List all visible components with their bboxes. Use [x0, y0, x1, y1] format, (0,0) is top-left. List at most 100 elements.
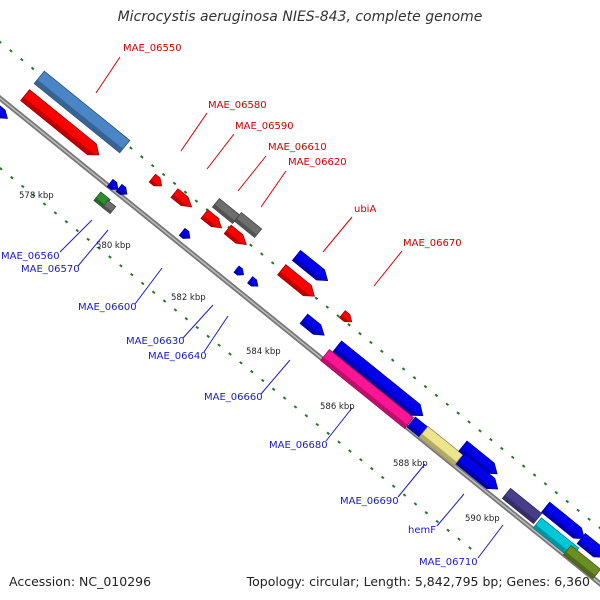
tick-dot-outer [423, 384, 428, 389]
gene-label-lower[interactable]: MAE_06560 [1, 251, 60, 262]
tick-dot-outer [161, 172, 166, 177]
tick-dot-inner [391, 484, 396, 488]
gene-olive-shade [563, 551, 596, 579]
gene-mae-06690-shade [419, 433, 457, 466]
tick-dot-outer [401, 367, 406, 371]
leader-line-lower [397, 463, 426, 498]
gene-label-lower[interactable]: MAE_06630 [126, 336, 185, 347]
gene-label-upper[interactable]: MAE_06670 [403, 238, 462, 249]
tick-dot-inner [271, 387, 276, 391]
tick-dot-outer [565, 499, 570, 504]
tick-dot-inner [42, 202, 47, 206]
tick-dot-outer [500, 446, 504, 451]
tick-dot-outer [183, 190, 188, 194]
kbp-tick-label: 580 kbp [96, 241, 131, 251]
tick-dot-inner [184, 317, 189, 321]
gene-label-upper[interactable]: MAE_06610 [268, 142, 327, 153]
tick-dot-outer [478, 429, 482, 433]
tick-dot-outer [347, 323, 351, 327]
gene-mae-06680-shade [320, 356, 408, 429]
tick-dot-inner [206, 334, 210, 339]
tick-dot-outer [194, 199, 199, 203]
leader-line-upper [322, 216, 353, 253]
tick-dot-outer [358, 331, 362, 336]
tick-dot-inner [348, 449, 352, 453]
gene-label-lower[interactable]: MAE_06570 [21, 264, 80, 275]
accession-text: Accession: NC_010296 [9, 574, 152, 589]
gene-cyan-shade [533, 524, 574, 559]
gene-mae-06640-shade [247, 280, 256, 287]
tick-dot-outer [390, 358, 395, 362]
leader-line-lower [260, 359, 291, 395]
leader-line-lower [325, 407, 353, 442]
tick-dot-outer [249, 243, 253, 247]
gene-red-upper-4-shade [277, 271, 311, 296]
gene-mae-06660-shade [300, 320, 320, 335]
tick-dot-outer [412, 376, 417, 380]
gene-label-upper[interactable]: MAE_06620 [288, 157, 347, 168]
gene-label-lower[interactable]: MAE_06710 [419, 557, 478, 568]
kbp-tick-label: 586 kbp [320, 402, 355, 412]
gene-red-upper-3-shade [224, 230, 243, 244]
leader-line-lower [77, 229, 109, 267]
tick-dot-inner [446, 528, 450, 533]
tick-dot-outer [129, 146, 133, 150]
tick-dot-outer [554, 490, 559, 495]
leader-line-upper [95, 56, 121, 94]
gene-label-lower[interactable]: MAE_06690 [340, 496, 399, 507]
gene-label-lower[interactable]: MAE_06660 [204, 392, 263, 403]
leader-line-upper [206, 133, 235, 170]
gene-mae-06590-shade [171, 194, 188, 207]
tick-dot-outer [336, 314, 340, 318]
tick-dot-inner [130, 272, 134, 277]
gene-blue-lower-6[interactable] [576, 532, 600, 558]
tick-dot-outer [598, 526, 600, 530]
tick-dot-inner [75, 228, 80, 233]
gene-label-upper[interactable]: MAE_06580 [208, 100, 267, 111]
leader-line-lower [134, 267, 163, 305]
tick-dot-inner [457, 537, 461, 541]
tick-dot-inner [31, 193, 36, 197]
tick-dot-inner [53, 211, 58, 215]
kbp-tick-label: 582 kbp [171, 293, 206, 303]
tick-dot-inner [140, 281, 145, 286]
gene-label-upper[interactable]: MAE_06550 [123, 43, 182, 54]
gene-label-upper[interactable]: MAE_06590 [235, 121, 294, 132]
map-title: Microcystis aeruginosa NIES-843, complet… [117, 9, 483, 25]
tick-dot-outer [456, 411, 460, 415]
gene-edge-blue[interactable] [0, 105, 8, 119]
gene-mae-06660[interactable] [299, 313, 325, 336]
gene-red-upper-4[interactable] [277, 264, 315, 297]
tick-dot-inner [468, 546, 472, 550]
leader-line-upper [237, 155, 267, 192]
gene-mae-06600-shade [179, 233, 188, 239]
tick-dot-inner [119, 264, 123, 268]
leader-line-upper [373, 250, 403, 287]
gene-label-lower[interactable]: MAE_06680 [269, 440, 328, 451]
tick-dot-outer [587, 517, 591, 521]
gene-label-lower[interactable]: MAE_06600 [78, 302, 137, 313]
gene-label-upper[interactable]: ubiA [354, 204, 376, 215]
gene-blue-lower-2-shade [332, 348, 419, 416]
tick-dot-inner [195, 325, 200, 330]
tick-dot-outer [172, 181, 177, 186]
kbp-tick-label: 578 kbp [19, 191, 54, 201]
tick-dot-inner [260, 378, 265, 383]
tick-dot-outer [140, 155, 144, 159]
topology-text: Topology: circular; Length: 5,842,795 bp… [246, 574, 590, 589]
tick-dot-inner [424, 511, 429, 515]
tick-dot-inner [162, 299, 167, 303]
gene-blue-lower-4[interactable] [458, 440, 498, 475]
gene-label-lower[interactable]: hemF [408, 525, 436, 536]
tick-dot-inner [86, 237, 90, 242]
leader-line-lower [436, 493, 465, 527]
gene-mae-06550-shade [34, 79, 124, 153]
gene-mae-06710-shade [502, 495, 537, 524]
gene-label-lower[interactable]: MAE_06640 [148, 351, 207, 362]
leader-line-lower [59, 219, 93, 253]
leader-line-lower [203, 315, 229, 353]
gene-red-upper-3[interactable] [223, 224, 247, 245]
tick-dot-inner [282, 396, 287, 400]
tick-dot-inner [151, 290, 156, 294]
